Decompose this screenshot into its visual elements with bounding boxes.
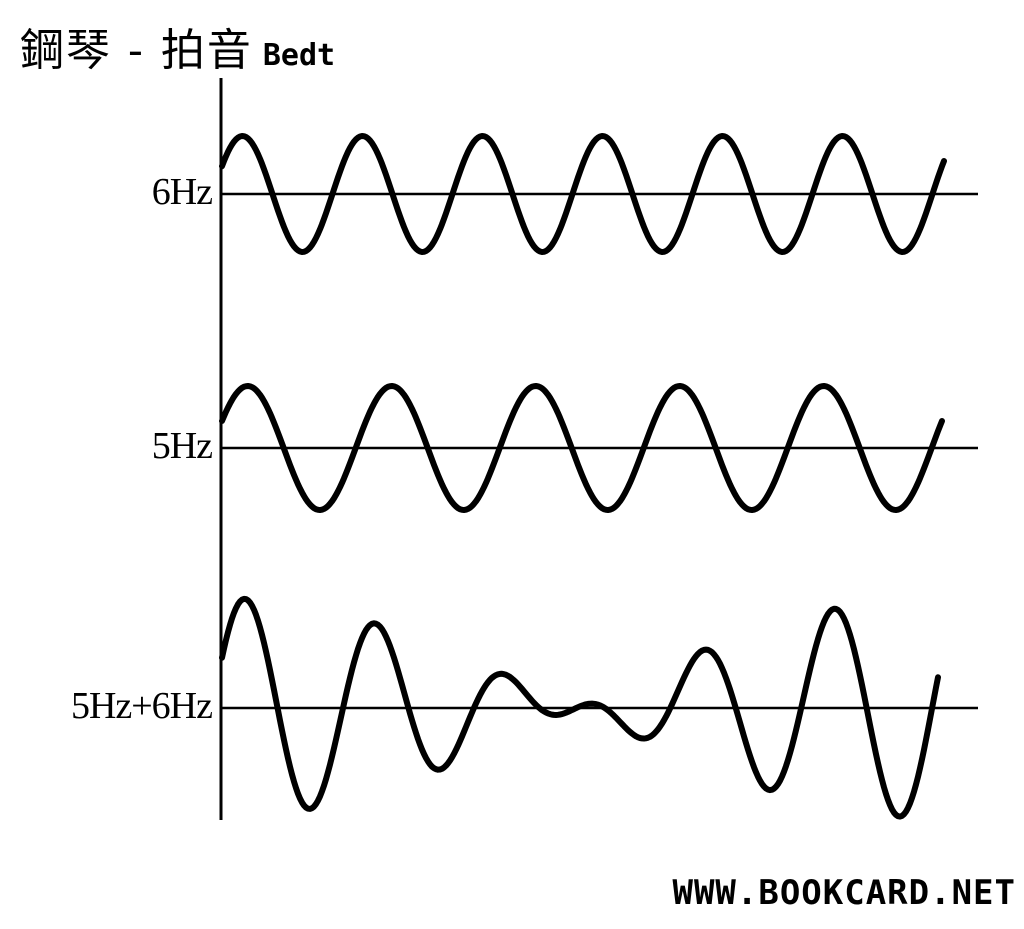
row-label-5hz: 5Hz [151,425,213,467]
page-title: 鋼琴 - 拍音 Bedt [20,14,335,78]
wave-5hz [219,383,945,513]
watermark: WWW.BOOKCARD.NET [672,873,1016,913]
row-label-sum: 5Hz+6Hz [70,685,213,727]
title-chinese: 鋼琴 - 拍音 [20,25,253,76]
wave-sum [219,595,941,820]
wave-6hz [219,133,947,255]
row-label-6hz: 6Hz [151,171,213,213]
title-english: Bedt [262,38,336,73]
